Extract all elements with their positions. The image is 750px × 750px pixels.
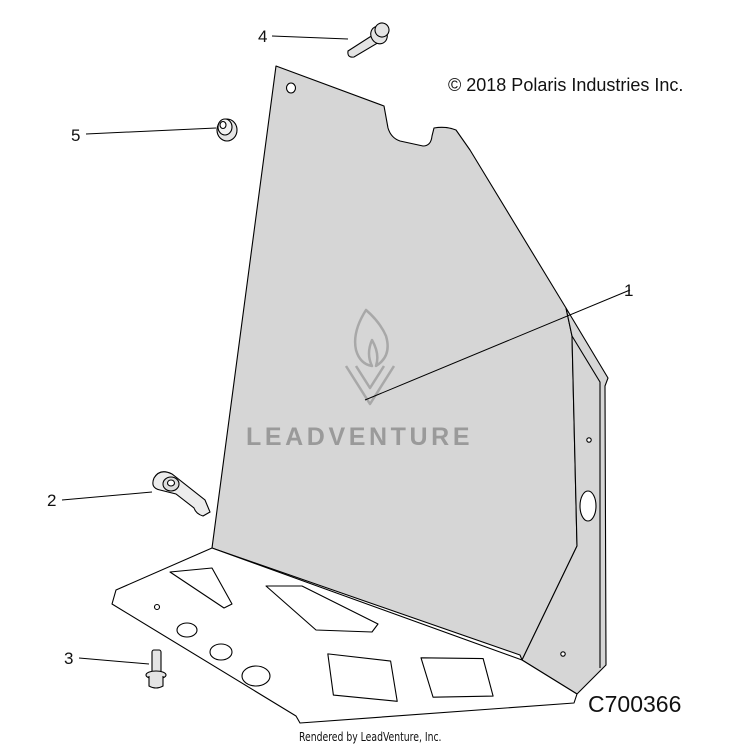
flange-bolt-long [347, 22, 390, 58]
leader-line-2 [61, 491, 153, 501]
flange-bolt-short [145, 649, 167, 689]
bracket-clip-nut [152, 471, 211, 517]
shield-panel-upright [211, 65, 578, 661]
diagram-code: C700366 [588, 691, 682, 717]
callout-5: 5 [71, 126, 81, 145]
callout-3: 3 [64, 649, 74, 668]
leadventure-flame-logo-icon [344, 308, 396, 406]
rendered-by-credit: Rendered by LeadVenture, Inc. [299, 730, 442, 744]
copyright-notice: © 2018 Polaris Industries Inc. [448, 75, 684, 95]
watermark-text: LEADVENTURE [246, 423, 474, 451]
callout-2: 2 [47, 491, 57, 510]
shield-panel [111, 65, 609, 724]
leader-lines [61, 35, 631, 665]
leader-line-5 [85, 127, 217, 135]
callout-1: 1 [624, 281, 634, 300]
flange-nut [216, 118, 238, 142]
callout-4: 4 [258, 27, 268, 46]
leader-line-4 [271, 35, 349, 40]
leader-line-3 [78, 657, 150, 665]
leader-line-1 [364, 289, 631, 401]
